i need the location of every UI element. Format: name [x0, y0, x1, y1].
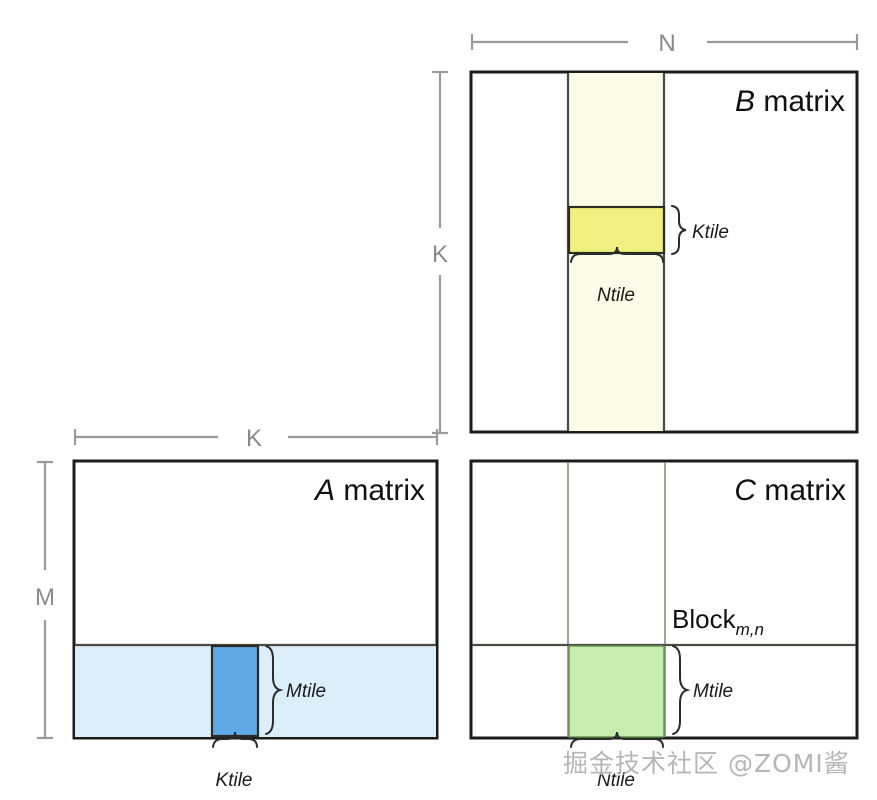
dimension-m: M	[35, 460, 55, 740]
matrix-a-ktile-brace	[212, 731, 258, 748]
matrix-b-ktile-label: Ktile	[692, 222, 729, 243]
dimension-k-top-label: K	[246, 425, 262, 452]
matrix-c-block-label: Blockm,n	[672, 604, 764, 639]
matrix-b-ntile-label: Ntile	[597, 285, 635, 306]
dimension-m-label: M	[35, 584, 55, 611]
matrix-a-mtile-brace	[265, 645, 284, 735]
matrix-a-ktile-label: Ktile	[216, 770, 253, 791]
matrix-c-ntile-label: Ntile	[597, 770, 635, 791]
dimension-k-vertical-label: K	[432, 241, 448, 268]
matrix-c-block-label-subscript: m,n	[736, 620, 764, 639]
matrix-b: B matrix Ktile Ntile	[469, 70, 859, 434]
matrix-b-title-rest: matrix	[755, 85, 845, 118]
matrix-a-title-italic: A	[313, 474, 335, 507]
matrix-a-mtile-label: Mtile	[286, 681, 326, 702]
dimension-k-horizontal: K	[73, 425, 439, 452]
matrix-c-title-italic: C	[734, 474, 756, 507]
matrix-b-ktile-tile	[567, 205, 666, 255]
matrix-c-title: C matrix	[734, 474, 846, 507]
matrix-a-title-rest: matrix	[335, 474, 425, 507]
matrix-c-output-tile	[568, 645, 665, 738]
matrix-b-ntile-brace	[570, 246, 664, 263]
matrix-b-title: B matrix	[735, 85, 845, 118]
matrix-a-title: A matrix	[313, 474, 425, 507]
dimension-n-label: N	[658, 30, 675, 57]
matrix-c-mtile-label: Mtile	[693, 681, 733, 702]
dimension-n: N	[470, 30, 859, 57]
dimension-k-vertical: K	[432, 70, 448, 435]
matrix-c-ntile-brace	[570, 731, 664, 748]
matrix-c-title-rest: matrix	[756, 474, 846, 507]
matrix-c: C matrix Blockm,n Mtile Ntile	[469, 459, 859, 791]
matrix-a-ktile-tile	[210, 644, 260, 738]
matrix-c-block-label-main: Block	[672, 604, 737, 634]
matrix-c-mtile-brace	[672, 645, 691, 735]
matrix-b-title-italic: B	[735, 85, 755, 118]
matrix-a: A matrix Mtile Ktile	[72, 459, 439, 791]
matrix-b-ktile-brace	[671, 205, 687, 255]
